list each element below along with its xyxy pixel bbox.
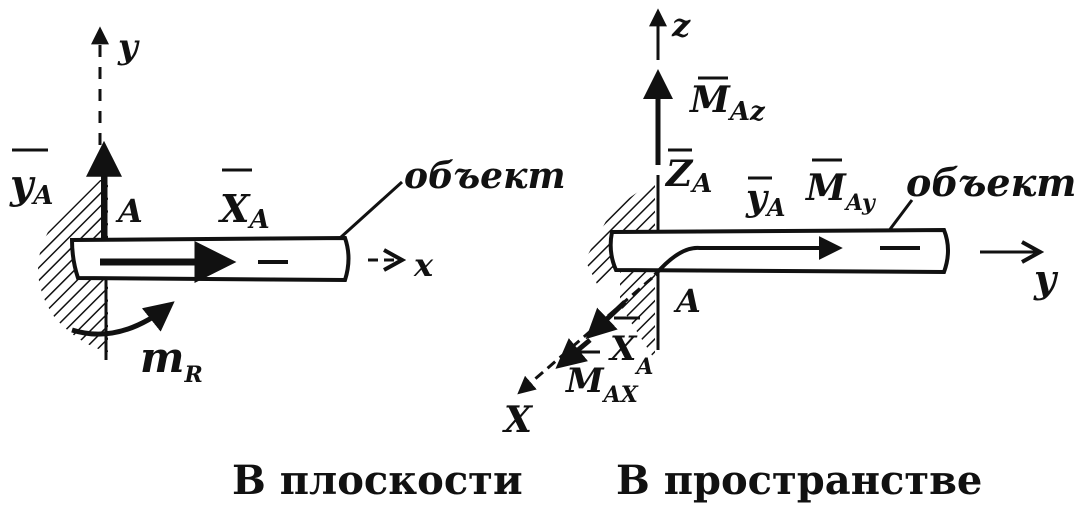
right-beam-arrow xyxy=(653,236,843,277)
left-force-x-label: XA xyxy=(218,186,270,235)
right-object-label: объект xyxy=(906,160,1076,205)
left-moment-arrow xyxy=(71,301,175,337)
left-y-axis-label: y xyxy=(117,27,140,67)
left-moment-label: mR xyxy=(140,333,203,388)
left-object-label: объект xyxy=(404,155,566,197)
planar-support-group: y yA A XA x объект mR В плоскости xyxy=(9,26,566,504)
right-y-axis-label: y xyxy=(1033,256,1059,301)
left-force-y-label: yA xyxy=(9,161,53,211)
left-point-a: A xyxy=(115,192,143,230)
right-moment-y-label: MAy xyxy=(804,167,877,216)
left-caption: В плоскости xyxy=(232,457,523,504)
right-force-y-label: yA xyxy=(745,177,786,222)
right-caption: В пространстве xyxy=(616,457,982,504)
right-moment-z-label: MAz xyxy=(688,79,766,127)
right-point-a: A xyxy=(673,282,701,320)
left-object-leader xyxy=(338,180,404,240)
right-moment-x-label: MAX xyxy=(565,361,639,408)
right-force-x-arrow xyxy=(585,300,627,340)
right-z-axis-label: z xyxy=(671,6,691,44)
spatial-support-group: z MAz ZA yA MAy объект y A X XA xyxy=(502,6,1076,504)
right-force-z-label: ZA xyxy=(664,153,712,199)
right-force-x-label: XA xyxy=(608,329,653,380)
left-x-axis-label: x xyxy=(413,246,434,284)
right-x-axis-label: X xyxy=(502,399,534,441)
right-beam xyxy=(608,227,950,275)
